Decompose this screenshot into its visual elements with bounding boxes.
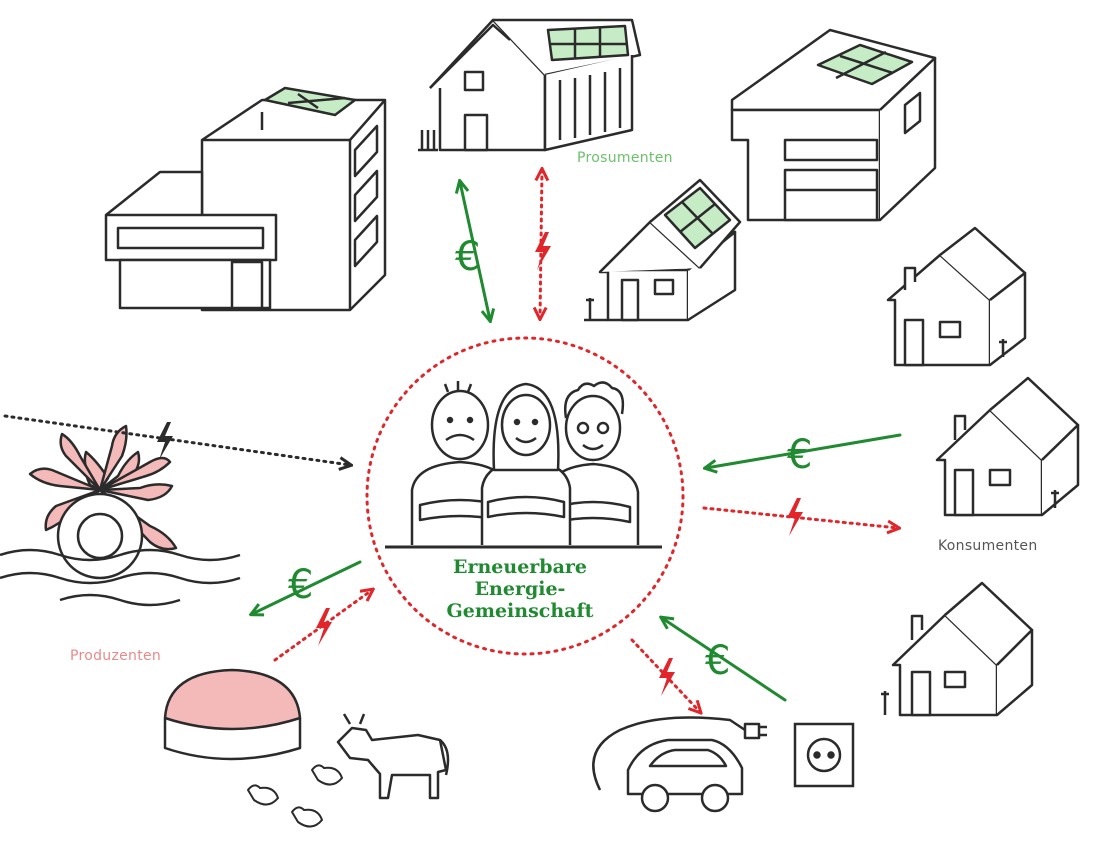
lightning-icons bbox=[157, 232, 803, 696]
lightning-icon bbox=[787, 498, 803, 536]
lightning-icon bbox=[157, 422, 173, 460]
energy-arrow-producers bbox=[273, 590, 372, 662]
money-arrow-consumers bbox=[706, 433, 902, 468]
community-hub bbox=[365, 336, 685, 656]
consumers-label: Konsumenten bbox=[938, 538, 1038, 554]
flow-arrows bbox=[3, 170, 902, 712]
prosumers-label: Prosumenten bbox=[577, 150, 673, 166]
lightning-icon bbox=[316, 608, 332, 646]
center-title-line3: Gemeinschaft bbox=[446, 600, 594, 622]
water-wheel bbox=[0, 424, 241, 607]
money-arrow-ev bbox=[662, 618, 787, 702]
chickens bbox=[247, 764, 343, 828]
lightning-icon bbox=[659, 658, 675, 696]
energy-arrow-grid bbox=[3, 414, 350, 465]
consumer-house-3 bbox=[881, 581, 1034, 717]
euro-icon: € bbox=[705, 638, 730, 684]
producers-label: Produzenten bbox=[70, 648, 162, 664]
cow bbox=[336, 713, 450, 800]
energy-arrow-consumers bbox=[702, 506, 898, 528]
barn-house bbox=[418, 18, 642, 152]
solar-house bbox=[584, 178, 742, 322]
modern-house bbox=[730, 28, 937, 222]
center-title-line1: Erneuerbare bbox=[452, 556, 587, 578]
center-title: Erneuerbare Energie- Gemeinschaft bbox=[420, 556, 620, 622]
money-arrow-prosumers bbox=[460, 182, 490, 320]
center-title-line2: Energie- bbox=[474, 578, 566, 600]
euro-symbols: € € € € bbox=[288, 234, 812, 684]
office-building bbox=[104, 86, 387, 312]
lightning-icon bbox=[535, 232, 551, 270]
electric-car bbox=[592, 716, 767, 813]
community-circle bbox=[365, 336, 685, 656]
consumer-house-1 bbox=[886, 226, 1027, 367]
money-arrow-producers bbox=[252, 560, 362, 614]
euro-icon: € bbox=[787, 432, 812, 478]
euro-icon: € bbox=[288, 562, 313, 608]
wall-socket bbox=[793, 722, 855, 788]
biogas-tank bbox=[163, 668, 302, 761]
consumer-house-2 bbox=[935, 376, 1080, 517]
person-middle bbox=[480, 382, 572, 545]
euro-icon: € bbox=[455, 234, 480, 280]
